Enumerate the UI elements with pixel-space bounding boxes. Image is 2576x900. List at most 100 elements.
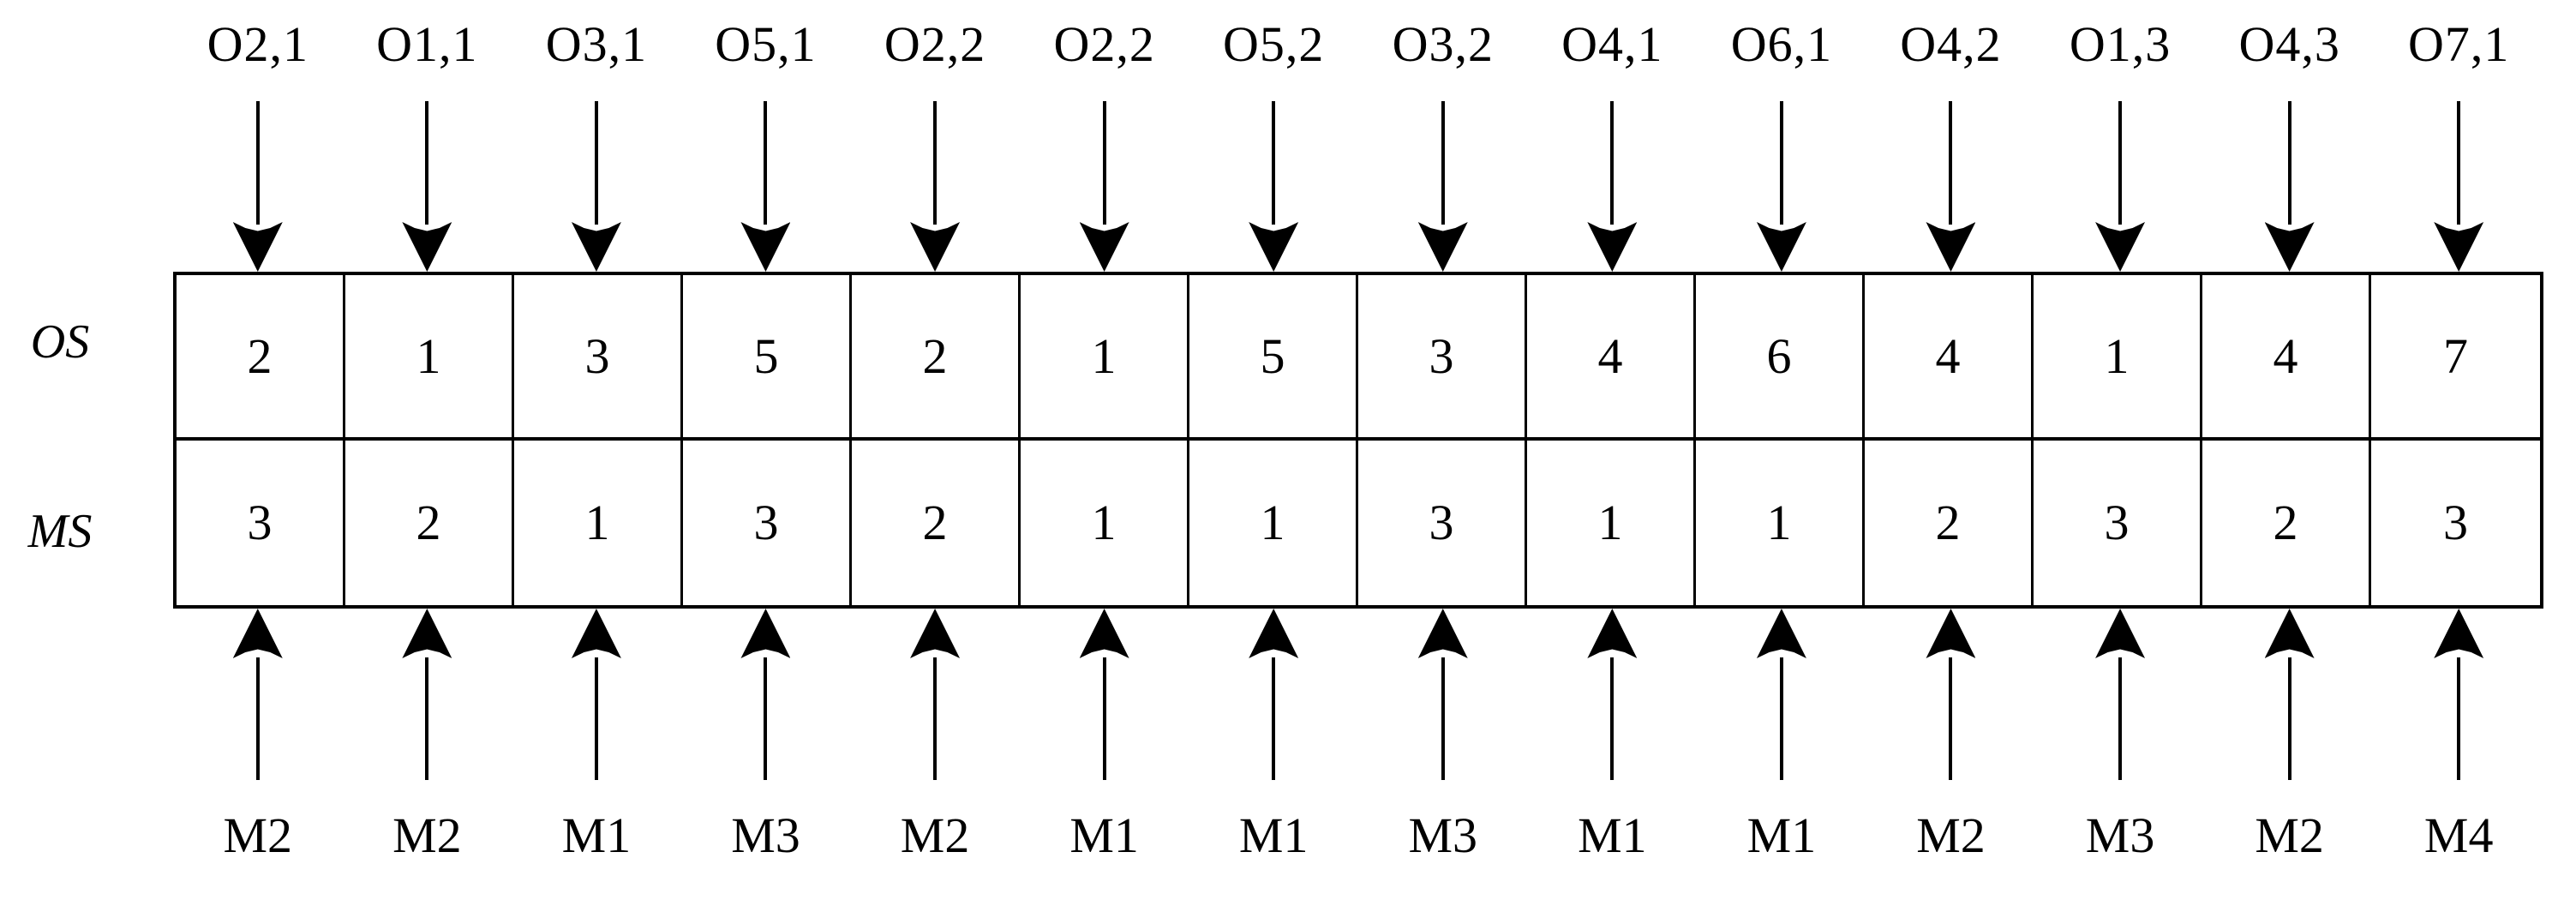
- arrow-down-icon: [2374, 72, 2543, 272]
- arrow-stem: [2287, 101, 2291, 225]
- arrow-stem: [1779, 657, 1783, 780]
- arrow-down-icon: [1020, 72, 1189, 272]
- machine-label: M1: [1578, 807, 1647, 863]
- ms-cell: 3: [2034, 440, 2202, 605]
- ms-cell: 1: [514, 440, 683, 605]
- arrow-up-icon: [2035, 609, 2205, 780]
- ms-cell: 3: [683, 440, 852, 605]
- ms-cell: 1: [1696, 440, 1865, 605]
- arrow-up-icon: [343, 609, 512, 780]
- arrow-head: [1926, 609, 1976, 658]
- os-cell: 1: [345, 275, 514, 441]
- arrow-head: [232, 222, 283, 272]
- os-cell: 1: [2034, 275, 2202, 441]
- arrow-up-icon: [850, 609, 1020, 780]
- ms-cell: 3: [177, 440, 345, 605]
- arrow-head: [1249, 609, 1299, 658]
- arrow-head: [402, 222, 452, 272]
- arrow-up-icon: [2374, 609, 2543, 780]
- machine-label: M1: [1069, 807, 1139, 863]
- up-arrows-row: [173, 609, 2543, 780]
- machine-label: M1: [1746, 807, 1817, 863]
- arrow-head: [1756, 222, 1806, 272]
- os-cell: 7: [2371, 275, 2540, 441]
- arrow-head: [1079, 222, 1129, 272]
- arrow-up-icon: [681, 609, 851, 780]
- down-arrows-row: [173, 72, 2543, 272]
- arrow-up-icon: [1866, 609, 2036, 780]
- ms-row-label: MS: [27, 505, 93, 558]
- operation-label: O5,1: [715, 16, 817, 72]
- machine-label: M2: [2255, 807, 2324, 863]
- arrow-stem: [1102, 657, 1106, 780]
- arrow-stem: [425, 101, 429, 225]
- arrow-stem: [1949, 657, 1953, 780]
- arrow-stem: [933, 101, 938, 225]
- machine-label: M2: [900, 807, 970, 863]
- machine-label: M2: [1916, 807, 1986, 863]
- arrow-head: [1249, 222, 1299, 272]
- arrow-stem: [1272, 657, 1276, 780]
- operation-label: O2,2: [1053, 16, 1155, 72]
- operation-label: O4,3: [2238, 16, 2340, 72]
- arrow-up-icon: [1697, 609, 1866, 780]
- operation-label: O3,1: [545, 16, 648, 72]
- arrow-down-icon: [512, 72, 681, 272]
- operation-label: O2,2: [884, 16, 986, 72]
- arrow-stem: [2457, 101, 2461, 225]
- ms-cell: 3: [2443, 495, 2468, 551]
- arrow-stem: [1779, 101, 1783, 225]
- arrow-down-icon: [1189, 72, 1358, 272]
- arrow-stem: [2457, 657, 2461, 780]
- arrow-down-icon: [1697, 72, 1866, 272]
- arrow-stem: [764, 101, 768, 225]
- arrow-head: [2434, 222, 2484, 272]
- arrow-up-icon: [1020, 609, 1189, 780]
- arrow-stem: [255, 657, 260, 780]
- arrow-stem: [933, 657, 938, 780]
- ms-cell: 2: [1865, 440, 2034, 605]
- ms-cell: 1: [1527, 440, 1696, 605]
- os-cell: 4: [1527, 275, 1696, 441]
- os-cell: 3: [1358, 275, 1527, 441]
- arrow-stem: [594, 657, 598, 780]
- operation-label: O5,2: [1223, 16, 1325, 72]
- arrow-up-icon: [1358, 609, 1528, 780]
- machine-label: M2: [223, 807, 293, 863]
- arrow-head: [2095, 609, 2146, 658]
- arrow-down-icon: [2035, 72, 2205, 272]
- arrow-head: [571, 222, 621, 272]
- arrow-down-icon: [681, 72, 851, 272]
- ms-cell: 2: [2202, 440, 2371, 605]
- arrow-stem: [1441, 101, 1445, 225]
- arrow-down-icon: [343, 72, 512, 272]
- arrow-down-icon: [173, 72, 343, 272]
- arrow-stem: [425, 657, 429, 780]
- machine-label: M1: [561, 807, 632, 863]
- arrow-up-icon: [512, 609, 681, 780]
- ms-cell: 2: [345, 440, 514, 605]
- operation-label: O4,1: [1561, 16, 1663, 72]
- arrow-head: [2434, 609, 2484, 658]
- arrow-head: [2264, 222, 2315, 272]
- machine-label: M4: [2423, 807, 2494, 863]
- operation-label: O7,1: [2408, 16, 2510, 72]
- arrow-down-icon: [850, 72, 1020, 272]
- os-cell: 2: [852, 275, 1021, 441]
- arrow-head: [1926, 222, 1976, 272]
- os-cell: 4: [2202, 275, 2371, 441]
- machine-labels-row: M2 M2 M1 M3 M2 M1 M1 M3 M1 M1 M2 M3 M2 M…: [173, 807, 2543, 865]
- arrow-stem: [1441, 657, 1445, 780]
- operation-label: O2,1: [207, 16, 309, 72]
- machine-label: M3: [1408, 807, 1478, 863]
- arrow-stem: [1610, 657, 1614, 780]
- machine-label: M1: [1238, 807, 1309, 863]
- os-cell: 4: [1865, 275, 2034, 441]
- arrow-stem: [1102, 101, 1106, 225]
- arrow-up-icon: [2205, 609, 2375, 780]
- machine-label: M3: [2085, 807, 2155, 863]
- arrow-up-icon: [1189, 609, 1358, 780]
- ms-cell: 1: [1189, 440, 1358, 605]
- ms-cell: 2: [852, 440, 1021, 605]
- arrow-head: [232, 609, 283, 658]
